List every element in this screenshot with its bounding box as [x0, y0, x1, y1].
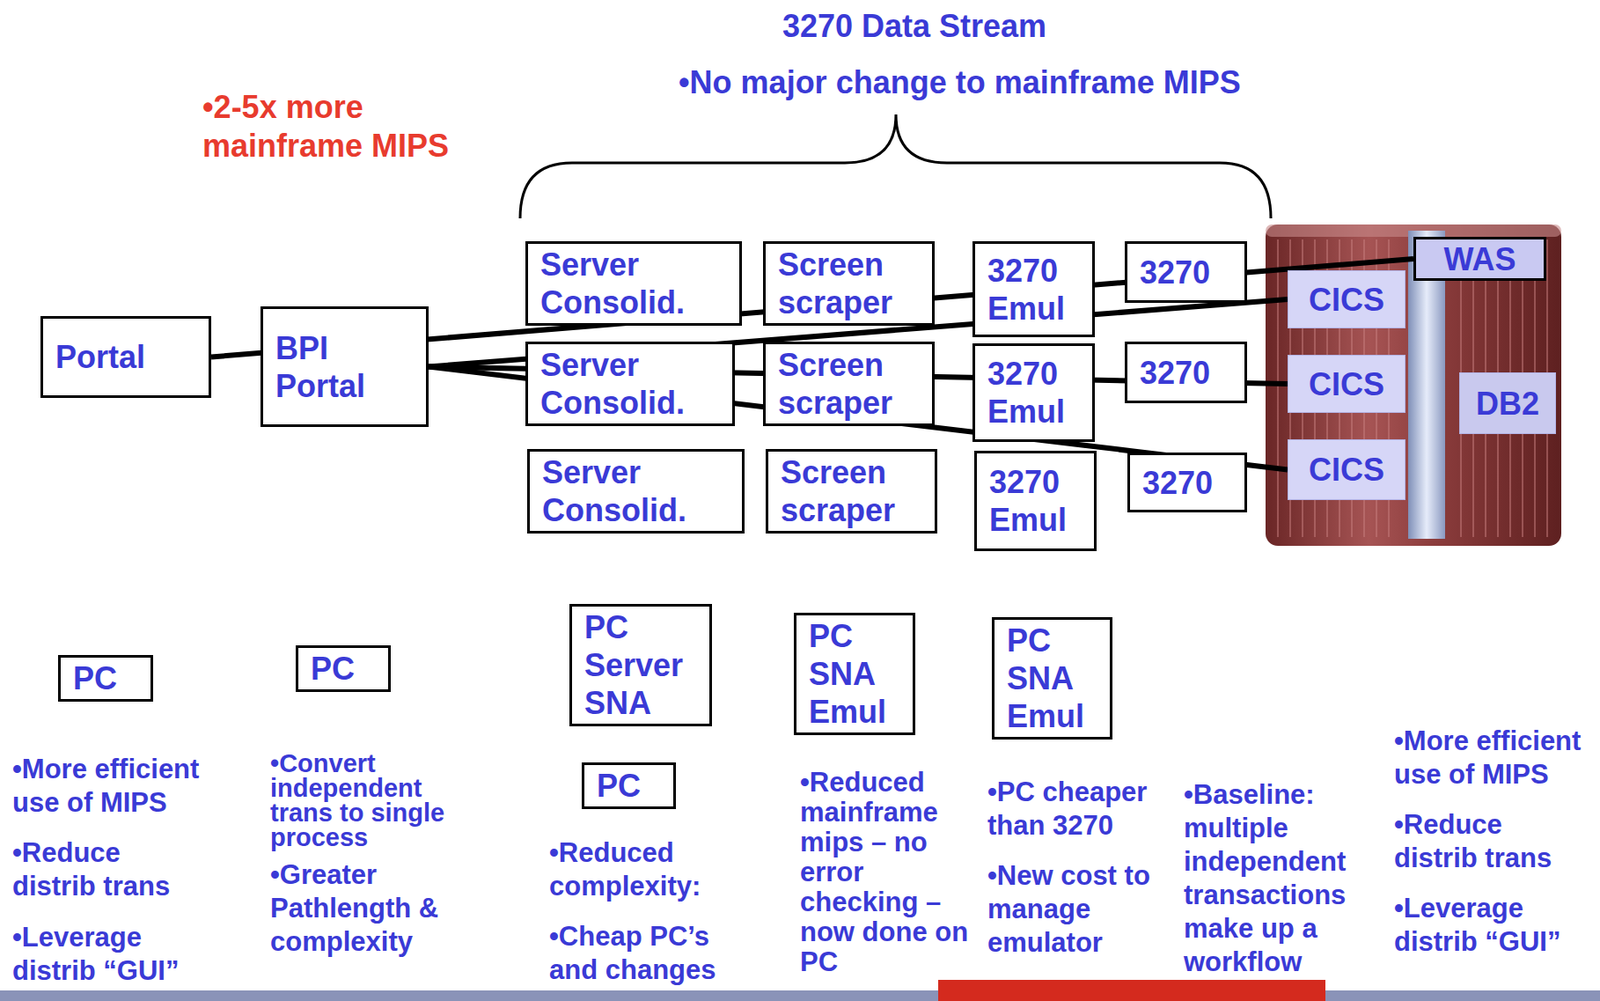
pc-emulator-box: PC SNA Emul: [991, 616, 1113, 740]
node-text: DB2: [1475, 384, 1540, 423]
mainframe-cabinet: [1265, 224, 1562, 546]
footer-bar: [0, 990, 1600, 1001]
bullet-note: •Reduce distrib trans: [12, 836, 206, 903]
scraper-box: Screen scraper: [763, 341, 935, 426]
pc-server-box: PC Server SNA: [569, 603, 712, 727]
cics-box: CICS: [1287, 354, 1406, 413]
node-text: CICS: [1308, 280, 1385, 319]
node-text: Screen scraper: [777, 345, 920, 422]
bullet-note: •More efficient use of MIPS: [12, 752, 206, 820]
bullet-note: •Reduced complexity:: [549, 836, 752, 903]
portal-box: BPI Portal: [260, 306, 429, 427]
node-text: 3270 Emul: [989, 462, 1082, 539]
node-text: Portal: [55, 337, 146, 376]
terminal-box: 3270: [1124, 241, 1248, 303]
node-text: PC: [73, 659, 118, 698]
node-text: PC: [310, 649, 355, 688]
was-box: WAS: [1413, 236, 1547, 281]
note-label: •2-5x more mainframe MIPS: [202, 88, 467, 166]
node-text: PC Server SNA: [584, 608, 698, 722]
node-text: Screen scraper: [780, 453, 923, 529]
node-text: 3270: [1139, 353, 1211, 392]
node-text: CICS: [1308, 365, 1385, 404]
note-label: •No major change to mainframe MIPS: [678, 63, 1242, 103]
bullet-note: •New cost to manage emulator: [987, 858, 1168, 960]
footer-logo: [938, 979, 1326, 1001]
db2-box: DB2: [1459, 372, 1556, 434]
bullet-note: •Greater Pathlength & complexity: [270, 858, 460, 959]
pc-box: PC: [58, 654, 154, 702]
node-text: PC SNA Emul: [1006, 621, 1098, 735]
node-text: WAS: [1443, 240, 1516, 279]
heading-label: 3270 Data Stream: [773, 7, 1056, 46]
server-box: Server Consolid.: [527, 448, 745, 534]
node-text: PC SNA Emul: [808, 616, 901, 731]
bullet-note: •Baseline: multiple independent transact…: [1183, 777, 1369, 979]
node-text: Screen scraper: [777, 245, 920, 322]
node-text: Server Consolid.: [540, 345, 720, 422]
emulator-box: 3270 Emul: [972, 241, 1095, 338]
pc-emulator-box: PC SNA Emul: [793, 612, 916, 735]
bullet-note: •PC cheaper than 3270: [987, 775, 1168, 843]
emulator-box: 3270 Emul: [972, 343, 1095, 442]
bullet-note: •Leverage distrib “GUI”: [12, 920, 206, 988]
server-box: Server Consolid.: [525, 241, 742, 326]
pc-box: PC: [581, 762, 676, 809]
node-text: Server Consolid.: [540, 245, 727, 322]
node-text: 3270 Emul: [987, 251, 1080, 328]
bullet-note: •Reduced mainframe mips – no error check…: [800, 767, 981, 977]
bullet-note: •Reduce distrib trans: [1394, 807, 1588, 875]
bullet-note: •Convert independent trans to single pro…: [270, 750, 460, 850]
pc-box: PC: [295, 645, 391, 692]
portal-box: Portal: [40, 315, 212, 398]
node-text: 3270: [1142, 463, 1213, 502]
node-text: CICS: [1308, 450, 1385, 489]
scraper-box: Screen scraper: [763, 241, 935, 326]
node-text: 3270 Emul: [987, 354, 1080, 431]
emulator-box: 3270 Emul: [974, 450, 1097, 551]
cics-box: CICS: [1287, 439, 1406, 500]
bullet-note: •Cheap PC’s and changes: [549, 919, 752, 987]
node-text: 3270: [1139, 253, 1211, 292]
node-text: Server Consolid.: [542, 453, 730, 529]
bullet-note: •Leverage distrib “GUI”: [1394, 891, 1588, 959]
node-text: PC: [596, 766, 641, 805]
node-text: BPI Portal: [275, 329, 414, 405]
server-box: Server Consolid.: [525, 341, 735, 426]
scraper-box: Screen scraper: [765, 448, 938, 534]
terminal-box: 3270: [1124, 341, 1248, 404]
terminal-box: 3270: [1127, 452, 1248, 513]
data-stream-brace: [520, 114, 1271, 219]
bullet-note: •More efficient use of MIPS: [1394, 724, 1588, 792]
cics-box: CICS: [1287, 270, 1406, 329]
